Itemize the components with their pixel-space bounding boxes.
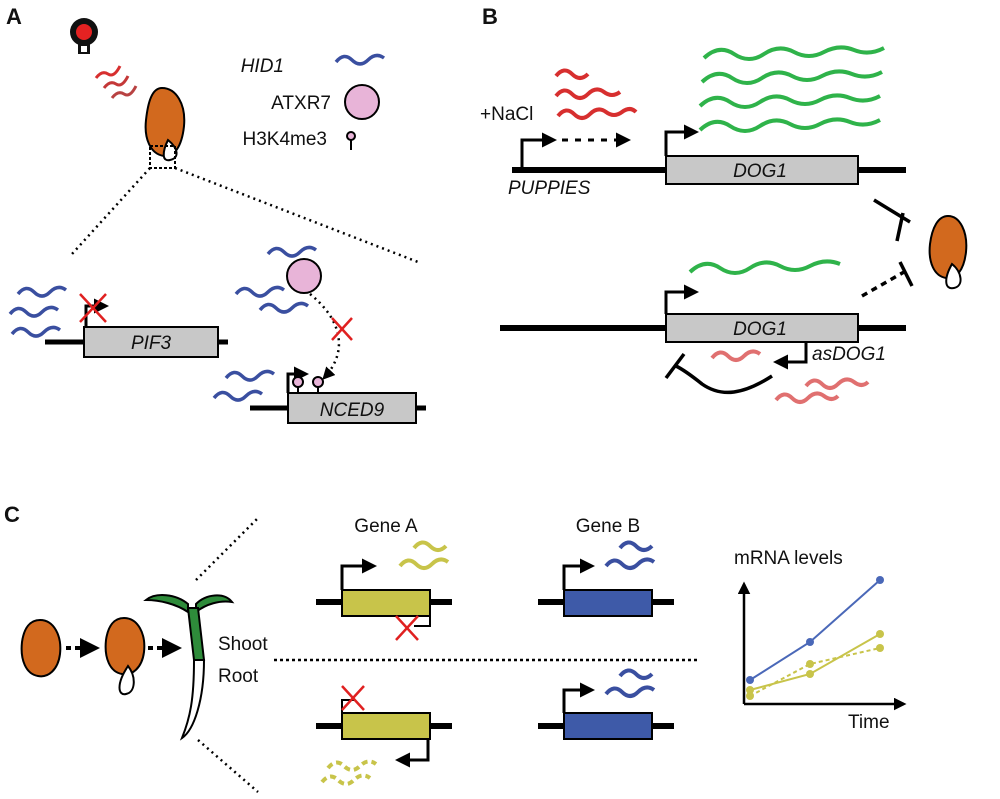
asdog1-label: asDOG1 — [812, 344, 886, 365]
nced9-gene — [250, 366, 426, 424]
gene-a-shoot-blocked-x-icon — [395, 615, 419, 641]
nacl-rna — [554, 68, 638, 120]
gene-b-label: Gene B — [576, 516, 640, 537]
light-bulb-icon — [70, 18, 98, 54]
asdog1-inhibition-bar — [664, 352, 686, 380]
zoom-line-right — [174, 166, 419, 264]
pif3-gene — [45, 298, 228, 358]
seed-stage-2 — [104, 616, 146, 696]
zoom-box — [149, 145, 176, 169]
hid1-rna-atxr7 — [234, 245, 318, 314]
pif3-blocked-x-icon — [79, 293, 107, 323]
legend-hid1-label: HID1 — [241, 56, 284, 77]
gene-a-shoot — [316, 540, 452, 627]
plot-axes — [737, 581, 907, 711]
panel-label-a: A — [6, 4, 22, 29]
gene-a-label: Gene A — [354, 516, 418, 537]
inhibition-bottom-bar — [898, 261, 914, 287]
shoot-label: Shoot — [218, 634, 268, 655]
hid1-rna-nced9 — [212, 369, 276, 402]
gene-a-root-blocked-x-icon — [341, 685, 365, 711]
dog1-rna-bottom — [688, 259, 841, 275]
inhibition-top — [873, 198, 911, 242]
plot-xlabel: Time — [848, 712, 890, 733]
panel-label-c: C — [4, 502, 20, 527]
legend-atxr7-label: ATXR7 — [271, 93, 331, 114]
hid1-rna-icon — [334, 53, 386, 66]
atxr7-icon — [344, 84, 380, 120]
nacl-label: +NaCl — [480, 104, 533, 125]
zoom-line-c-bottom — [197, 739, 259, 793]
seedling-icon — [143, 594, 235, 741]
seed-icon-b — [928, 214, 968, 290]
nced9-label: NCED9 — [320, 400, 385, 421]
dog1-label-top: DOG1 — [733, 161, 787, 182]
asdog1-inhibition-arc — [675, 364, 773, 395]
puppies-label: PUPPIES — [508, 178, 591, 199]
gene-b-root — [538, 668, 674, 740]
asdog1-rna — [710, 349, 870, 404]
gene-b-shoot — [538, 540, 674, 617]
dog1-locus-top — [512, 124, 906, 185]
plot-ylabel: mRNA levels — [734, 548, 843, 569]
gene-a-root — [316, 699, 452, 786]
dog1-label-bottom: DOG1 — [733, 319, 787, 340]
inhibition-bottom — [861, 270, 905, 298]
zoom-line-left — [71, 167, 151, 255]
root-label: Root — [218, 666, 259, 687]
panel-label-b: B — [482, 4, 498, 29]
legend-h3k4me3-label: H3K4me3 — [243, 129, 328, 150]
dog1-locus-bottom — [500, 284, 906, 370]
seed-icon — [144, 86, 186, 162]
dog1-rna-top — [698, 45, 885, 133]
plot-yellow-series — [746, 630, 884, 700]
red-light-waves — [94, 65, 138, 99]
pif3-label: PIF3 — [131, 333, 172, 354]
seed-stage-1 — [20, 618, 62, 678]
hid1-rna-pif3 — [8, 285, 68, 338]
h3k4me3-icon — [346, 131, 356, 150]
atxr7-protein — [286, 258, 322, 294]
plot-blue-series — [746, 576, 884, 684]
zoom-line-c-top — [195, 517, 259, 581]
atxr7-blocked-x-icon — [331, 317, 353, 341]
